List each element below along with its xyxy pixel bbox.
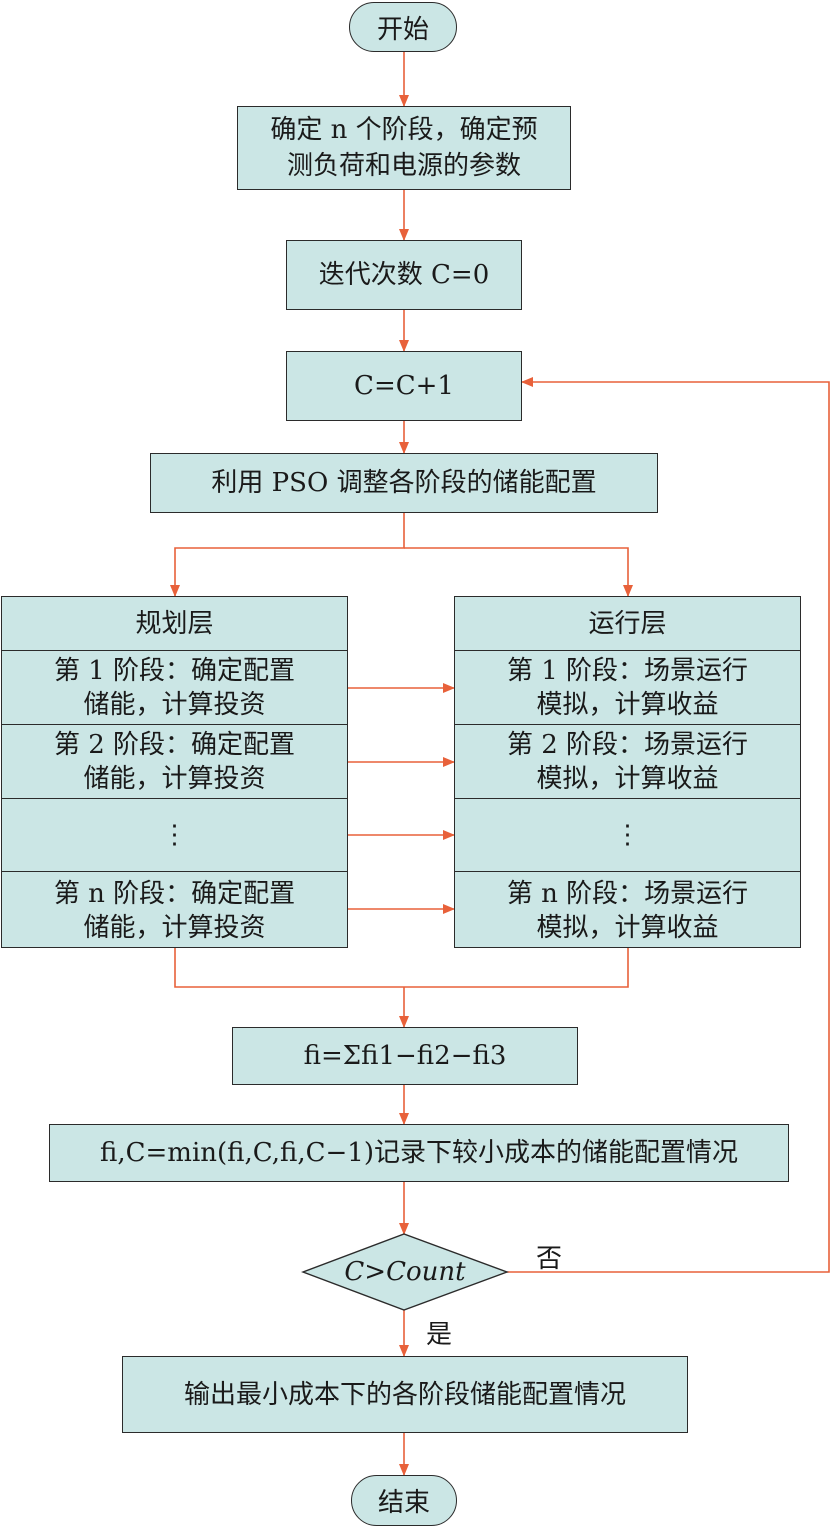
planning-stage-1: 第 1 阶段：确定配置 储能，计算投资 <box>2 650 347 724</box>
iteration-increment-label: C=C+1 <box>354 371 454 401</box>
no-branch-label: 否 <box>536 1244 563 1274</box>
operation-stage-1-line2: 模拟，计算收益 <box>536 689 719 720</box>
operation-header-label: 运行层 <box>588 608 667 639</box>
output-result-label: 输出最小成本下的各阶段储能配置情况 <box>183 1379 626 1410</box>
operation-stage-n: 第 n 阶段：场景运行 模拟，计算收益 <box>455 871 800 949</box>
objective-function-formula: fi=Σfi1−fi2−fi3 <box>303 1041 507 1071</box>
iteration-init-label: 迭代次数 C=0 <box>318 260 490 290</box>
operation-layer-header: 运行层 <box>455 597 800 650</box>
define-stages-line2: 测负荷和电源的参数 <box>286 151 521 181</box>
planning-stage-2-line2: 储能，计算投资 <box>83 763 266 794</box>
operation-ellipsis: ⋮ <box>614 820 641 850</box>
operation-stage-1-line1: 第 1 阶段：场景运行 <box>506 655 749 686</box>
iteration-init-box: 迭代次数 C=0 <box>286 240 522 310</box>
operation-stage-n-line2: 模拟，计算收益 <box>536 912 719 943</box>
operation-stage-n-line1: 第 n 阶段：场景运行 <box>506 878 749 909</box>
objective-function-box: fi=Σfi1−fi2−fi3 <box>232 1027 578 1085</box>
operation-stage-ellipsis: ⋮ <box>455 798 800 871</box>
planning-stage-n-line2: 储能，计算投资 <box>83 912 266 943</box>
yes-branch-label: 是 <box>426 1320 453 1350</box>
end-terminal: 结束 <box>351 1475 457 1526</box>
start-terminal: 开始 <box>349 2 457 52</box>
iteration-increment-box: C=C+1 <box>286 351 522 421</box>
planning-stage-n-line1: 第 n 阶段：确定配置 <box>53 878 296 909</box>
operation-stage-2-line2: 模拟，计算收益 <box>536 763 719 794</box>
operation-stage-1: 第 1 阶段：场景运行 模拟，计算收益 <box>455 650 800 724</box>
planning-stage-2: 第 2 阶段：确定配置 储能，计算投资 <box>2 724 347 798</box>
pso-adjust-label: 利用 PSO 调整各阶段的储能配置 <box>211 468 597 498</box>
define-stages-box: 确定 n 个阶段，确定预 测负荷和电源的参数 <box>237 106 571 190</box>
end-label: 结束 <box>377 1488 430 1518</box>
operation-layer: 运行层 第 1 阶段：场景运行 模拟，计算收益 第 2 阶段：场景运行 模拟，计… <box>454 596 801 948</box>
decision-label: C>Count <box>344 1257 466 1287</box>
planning-layer-header: 规划层 <box>2 597 347 650</box>
arrow-split-right <box>404 547 633 597</box>
planning-stage-2-line1: 第 2 阶段：确定配置 <box>53 729 296 760</box>
planning-stage-1-line2: 储能，计算投资 <box>83 689 266 720</box>
planning-ellipsis: ⋮ <box>161 820 188 850</box>
min-cost-record-text: fi,C=min(fi,C,fi,C−1)记录下较小成本的储能配置情况 <box>100 1138 738 1168</box>
arrow-split-connector <box>170 513 405 597</box>
decision-diamond <box>301 1233 510 1311</box>
min-cost-record-box: fi,C=min(fi,C,fi,C−1)记录下较小成本的储能配置情况 <box>49 1124 789 1182</box>
merge-connector <box>174 948 629 988</box>
arrow-no-loop <box>507 377 830 1273</box>
output-result-box: 输出最小成本下的各阶段储能配置情况 <box>122 1356 688 1433</box>
planning-stage-n: 第 n 阶段：确定配置 储能，计算投资 <box>2 871 347 949</box>
define-stages-line1: 确定 n 个阶段，确定预 <box>270 115 538 145</box>
operation-stage-2-line1: 第 2 阶段：场景运行 <box>506 729 749 760</box>
pso-adjust-box: 利用 PSO 调整各阶段的储能配置 <box>150 453 658 513</box>
planning-stage-ellipsis: ⋮ <box>2 798 347 871</box>
planning-header-label: 规划层 <box>135 608 214 639</box>
operation-stage-2: 第 2 阶段：场景运行 模拟，计算收益 <box>455 724 800 798</box>
planning-layer: 规划层 第 1 阶段：确定配置 储能，计算投资 第 2 阶段：确定配置 储能，计… <box>1 596 348 948</box>
planning-stage-1-line1: 第 1 阶段：确定配置 <box>53 655 296 686</box>
start-label: 开始 <box>376 14 429 45</box>
